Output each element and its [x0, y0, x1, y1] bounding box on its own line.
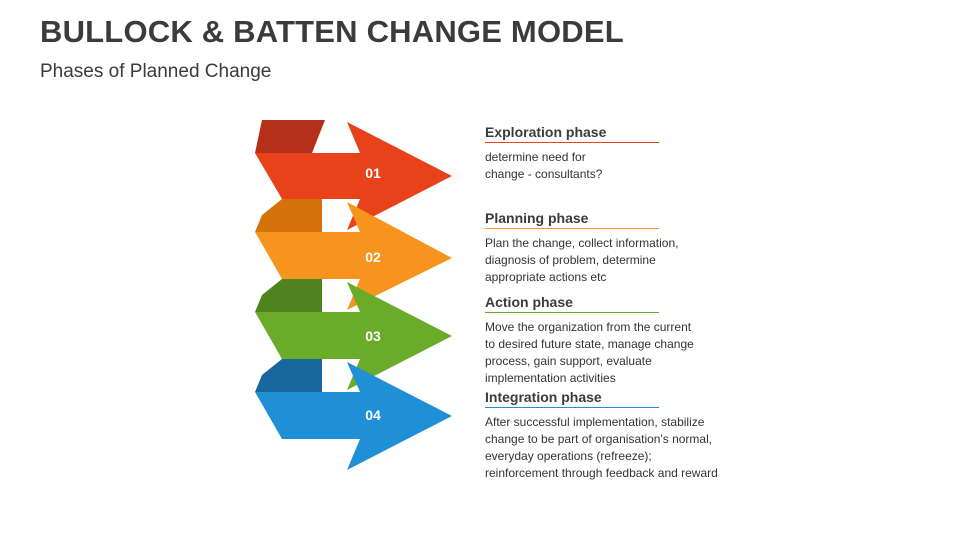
phase-4-title: Integration phase: [485, 389, 659, 408]
phase-2-fold: [255, 199, 322, 232]
phase-1-arrow: [255, 122, 452, 230]
phase-2-number: 02: [365, 249, 381, 265]
phase-3-arrow: [255, 282, 452, 390]
phase-4-description: After successful implementation, stabili…: [485, 415, 718, 480]
phase-2-description: Plan the change, collect information, di…: [485, 236, 679, 284]
page-subtitle: Phases of Planned Change: [40, 61, 272, 82]
phase-2-title: Planning phase: [485, 210, 659, 229]
phase-2-arrow: [255, 202, 452, 310]
phase-1-number: 01: [365, 165, 381, 181]
phase-1-title: Exploration phase: [485, 124, 659, 143]
phase-3-title: Action phase: [485, 294, 659, 313]
phase-3-text: Action phase Move the organization from …: [485, 294, 760, 387]
phase-3-fold: [255, 279, 322, 312]
phase-4-fold: [255, 359, 322, 392]
phase-4-arrow: [255, 362, 452, 470]
phase-4-number: 04: [365, 407, 381, 423]
phase-4-text: Integration phase After successful imple…: [485, 389, 760, 482]
phase-3-number: 03: [365, 328, 381, 344]
phase-1-text: Exploration phase determine need for cha…: [485, 124, 760, 183]
page-title: BULLOCK & BATTEN CHANGE MODEL: [40, 14, 624, 49]
phase-1-fold: [255, 120, 325, 153]
phase-2-text: Planning phase Plan the change, collect …: [485, 210, 760, 286]
phase-3-description: Move the organization from the current t…: [485, 320, 694, 385]
phase-1-description: determine need for change - consultants?: [485, 150, 603, 181]
